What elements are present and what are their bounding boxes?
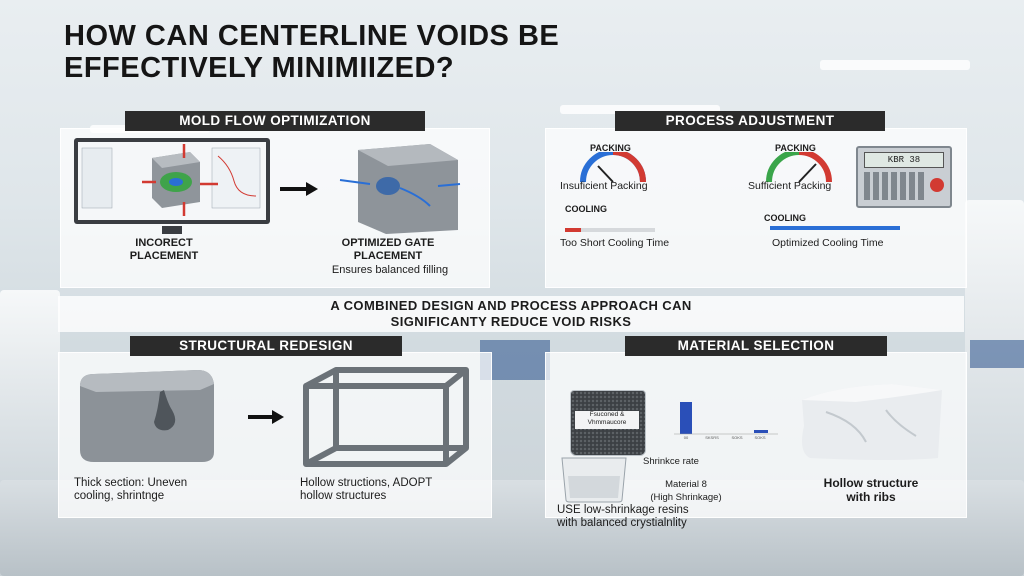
cooling-short-fill: [565, 228, 582, 232]
material-heading: MATERIAL SELECTION: [625, 336, 887, 356]
stop-button-icon: [930, 178, 944, 192]
arrow-right-icon: [280, 180, 318, 203]
resin-beaker-icon: Fsuconed & Vhmmaucore: [570, 390, 646, 456]
svg-text:SKSRS: SKSRS: [705, 435, 719, 440]
arrow-right-icon: [248, 409, 284, 430]
sufficient-packing-caption: Sufficient Packing: [748, 180, 832, 192]
shrinkage-bar-chart: 00 SKSRS SOKS SOKS: [674, 402, 778, 440]
too-short-cooling-caption: Too Short Cooling Time: [560, 237, 670, 249]
hollow-ribs-caption: Hollow structure with ribs: [823, 476, 919, 504]
ceiling-light: [560, 105, 720, 114]
svg-text:SOKS: SOKS: [731, 435, 742, 440]
cooling-optimized-bar: [770, 226, 900, 230]
title-line-2: EFFECTIVELY MINIMIIZED?: [64, 52, 455, 84]
gauge-insufficient-icon: [580, 152, 646, 183]
low-shrinkage-caption: USE low-shrinkage resins with balanced c…: [557, 504, 689, 529]
controller-panel: KBR 38: [856, 146, 952, 208]
gauge-sufficient-icon: [766, 152, 832, 183]
title-line-1: HOW CAN CENTERLINE VOIDS BE: [64, 20, 560, 52]
ceiling-light: [820, 60, 970, 70]
hollow-structions-caption: Hollow structions, ADOPT hollow structur…: [300, 477, 433, 502]
clear-beaker-icon: [561, 457, 627, 503]
packing-left-title: PACKING: [590, 143, 631, 153]
optimized-cooling-caption: Optimized Cooling Time: [772, 237, 884, 249]
monitor-simulation: [74, 138, 270, 234]
insufficient-packing-caption: Insuficient Packing: [560, 180, 648, 192]
page-title: HOW CAN CENTERLINE VOIDS BE EFFECTIVELY …: [64, 20, 844, 84]
packing-right-title: PACKING: [775, 143, 816, 153]
hollow-structure-ribs-block: [802, 384, 942, 460]
mold-flow-heading: MOLD FLOW OPTIMIZATION: [125, 111, 425, 131]
balanced-filling-caption: Ensures balanced filling: [331, 264, 449, 276]
controller-display: KBR 38: [864, 152, 944, 168]
shrinkage-rate-label: Shrinkce rate: [643, 456, 699, 467]
cooling-right-title: COOLING: [764, 213, 806, 223]
svg-text:SOKS: SOKS: [754, 435, 765, 440]
summary-banner: A COMBINED DESIGN AND PROCESS APPROACH C…: [58, 296, 964, 332]
beaker-label: Fsuconed & Vhmmaucore: [575, 411, 639, 429]
thick-section-block: [80, 370, 214, 462]
banner-line-2: SIGNIFICANTY REDUCE VOID RISKS: [390, 314, 632, 329]
cooling-short-bar: [565, 228, 655, 232]
banner-line-1: A COMBINED DESIGN AND PROCESS APPROACH C…: [330, 298, 692, 313]
svg-text:00: 00: [684, 435, 689, 440]
optimized-gate-label: OPTIMIZED GATE PLACEMENT: [341, 237, 435, 262]
hollow-frame-structure: [303, 367, 469, 467]
incorrect-placement-label: INCORECT PLACEMENT: [129, 237, 199, 262]
mold-block-optimized: [339, 144, 461, 234]
lab-equipment: [970, 340, 1024, 368]
lab-machine: [0, 290, 60, 490]
cooling-left-title: COOLING: [565, 204, 607, 214]
controller-keypad: [864, 172, 924, 200]
thick-section-caption: Thick section: Uneven cooling, shrintnge: [74, 477, 188, 502]
process-heading: PROCESS ADJUSTMENT: [615, 111, 885, 131]
material-8-label: Material 8 (High Shrinkage): [650, 479, 722, 503]
structural-heading: STRUCTURAL REDESIGN: [130, 336, 402, 356]
